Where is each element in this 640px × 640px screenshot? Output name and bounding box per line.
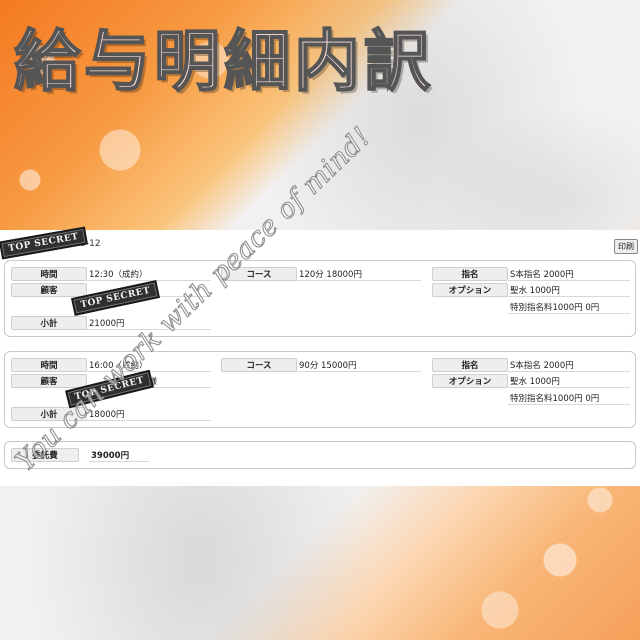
subtotal-label: 小計 [11, 407, 87, 421]
option-value: 聖水 1000円 [508, 374, 630, 388]
commission-value: 39000円 [89, 448, 149, 462]
nomination-label: 指名 [432, 358, 508, 372]
course-label: コース [221, 267, 297, 281]
extra-fee-value: 特別指名料1000円 0円 [508, 300, 630, 314]
course-value: 90分 15000円 [297, 358, 421, 372]
subtotal-label: 小計 [11, 316, 87, 330]
time-label: 時間 [11, 358, 87, 372]
page-title: 給与明細内訳 [13, 22, 434, 101]
course-value: 120分 18000円 [297, 267, 421, 281]
subtotal-value: 21000円 [87, 316, 211, 330]
option-label: オプション [432, 374, 508, 388]
time-label: 時間 [11, 267, 87, 281]
date-row: 2023-9-12 印刷 [0, 237, 640, 254]
extra-fee-value: 特別指名料1000円 0円 [508, 391, 630, 405]
payslip-panel: 2023-9-12 印刷 時間 12:30（成約） 顧客 様 小計 21000円… [0, 230, 640, 486]
customer-label: 顧客 [11, 283, 87, 297]
commission-label: 委託費 [11, 448, 79, 462]
total-card: 委託費 39000円 [4, 441, 636, 469]
course-label: コース [221, 358, 297, 372]
customer-label: 顧客 [11, 374, 87, 388]
subtotal-value: 18000円 [87, 407, 211, 421]
nomination-label: 指名 [432, 267, 508, 281]
option-value: 聖水 1000円 [508, 283, 630, 297]
option-label: オプション [432, 283, 508, 297]
nomination-value: S本指名 2000円 [508, 267, 630, 281]
print-button[interactable]: 印刷 [614, 239, 638, 254]
nomination-value: S本指名 2000円 [508, 358, 630, 372]
